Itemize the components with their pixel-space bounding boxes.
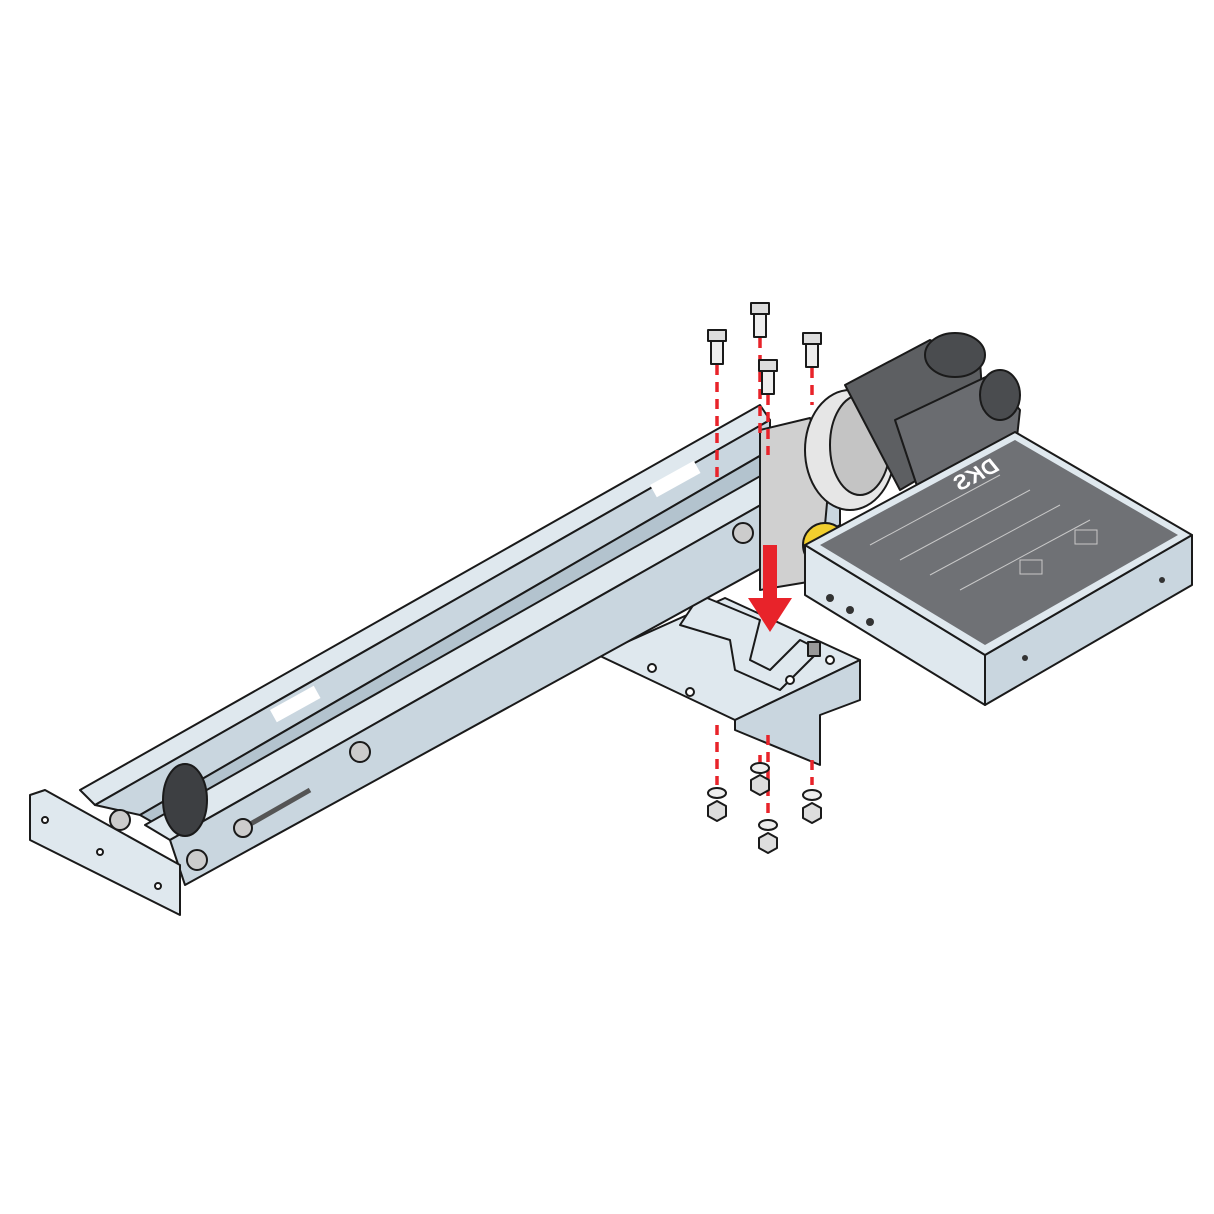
control-box: DKS — [804, 431, 1193, 706]
washer-icon — [802, 789, 822, 801]
nut-icon — [750, 774, 770, 796]
bolt-icon — [802, 332, 822, 368]
rail-assembly — [29, 404, 841, 916]
pulley-icon — [162, 763, 208, 837]
washer-icon — [707, 787, 727, 799]
washer-icon — [750, 762, 770, 774]
nut-icon — [802, 802, 822, 824]
washer-icon — [758, 819, 778, 831]
bolt-icon — [750, 302, 770, 338]
nuts-and-washers — [707, 762, 822, 854]
bolt-icon — [758, 359, 778, 395]
down-arrow-icon — [748, 545, 792, 632]
bolt-icon — [707, 329, 727, 365]
stud-icon — [807, 641, 821, 657]
mounting-bracket — [597, 594, 861, 766]
nut-icon — [758, 832, 778, 854]
nut-icon — [707, 800, 727, 822]
